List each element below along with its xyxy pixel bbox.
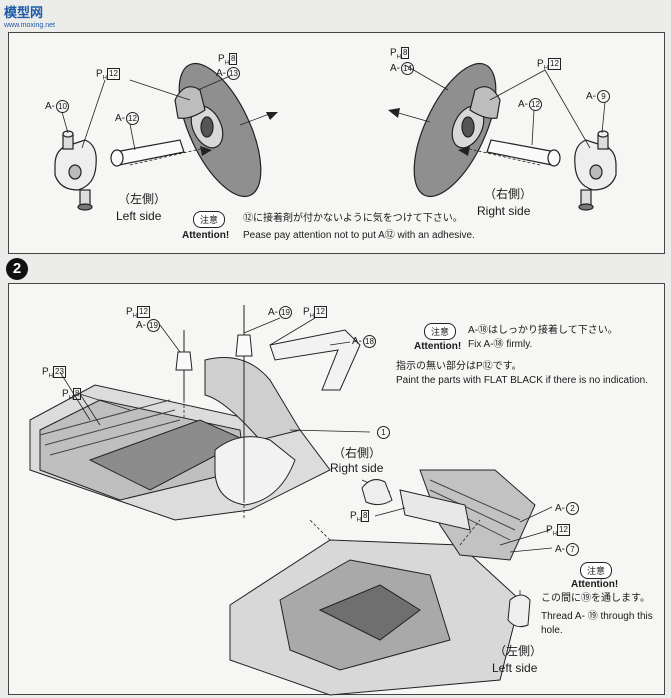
upper-rods [175, 305, 253, 500]
s2-attention1-jp: A-⑱はしっかり接着して下さい。 [468, 325, 618, 336]
s2-label-a7: A-7 [555, 543, 579, 556]
left-knuckle [54, 130, 97, 211]
s2-label-1: 1 [376, 426, 390, 439]
watermark-url: www.moxing.net [4, 22, 55, 29]
step1-note-en: Pease pay attention not to put A⑫ with a… [243, 230, 475, 241]
s2-left-side-en: Left side [492, 661, 538, 675]
lower-chassis [229, 469, 536, 696]
s2-paint-en: Paint the parts with FLAT BLACK if there… [396, 375, 648, 386]
s2-label-a2: A-2 [555, 502, 579, 515]
left-label-ph8: PH8 [218, 53, 238, 67]
upper-chassis [29, 357, 331, 521]
left-knuckle-piece [507, 594, 531, 628]
s2-label-ph23: PH23 [42, 366, 66, 380]
s2-right-side-jp: （右側） [333, 446, 382, 460]
right-label-a12: A-12 [518, 98, 542, 111]
left-shaft [110, 139, 185, 167]
s2-label-a19-b: A-19 [268, 306, 292, 319]
left-side-en: Left side [116, 209, 162, 223]
left-leaders [61, 75, 273, 166]
lower-leaders [309, 479, 553, 615]
left-label-a12: A-12 [115, 112, 139, 125]
s2-label-ph12-b: PH12 [303, 306, 327, 320]
s2-attention2-line2: hole. [541, 625, 563, 636]
s2-label-a18: A-18 [352, 335, 376, 348]
right-side-jp: （右側） [484, 187, 533, 201]
s2-label-ph8-a: PH8 [62, 388, 82, 402]
s2-attention2-jp: この間に⑲を通します。 [541, 593, 650, 604]
s2-left-side-jp: （左側） [494, 644, 543, 658]
step1-attention-en: Attention! [182, 230, 230, 241]
left-label-a10: A-10 [45, 100, 69, 113]
right-label-ph12: PH12 [537, 58, 561, 72]
right-label-ph8: PH8 [390, 47, 410, 61]
watermark-brand: 模型网 [4, 5, 44, 20]
left-brake-disc [174, 62, 262, 198]
s2-attention2-en: Attention! [571, 579, 619, 590]
s2-attention1-en: Attention! [414, 341, 462, 352]
right-knuckle-piece [361, 479, 393, 506]
s2-right-side-en: Right side [330, 461, 384, 475]
right-shaft [486, 139, 561, 167]
s2-paint-jp: 指示の無い部分はP⑫です。 [396, 361, 522, 372]
step2-number: 2 [6, 258, 28, 280]
left-arrow-head [266, 112, 278, 120]
s2-attention1-fix: Fix A-⑱ firmly. [468, 339, 533, 350]
left-label-a13: A-13 [216, 67, 240, 80]
watermark-logo: 模型网 [4, 2, 43, 21]
step1-attention-badge: 注意 [193, 211, 226, 228]
left-arrow-head-2 [200, 146, 212, 156]
right-label-a9: A-9 [586, 90, 610, 103]
s2-attention2-line1: Thread A- ⑲ through this [541, 611, 653, 622]
s2-label-ph8-b: PH8 [350, 510, 370, 524]
right-side-en: Right side [477, 204, 531, 218]
left-label-ph12: PH12 [96, 68, 120, 82]
s2-label-ph12-c: PH12 [546, 524, 570, 538]
right-label-a14: A-14 [390, 62, 414, 75]
s2-attention1-badge: 注意 [424, 323, 457, 340]
right-arrow-head [388, 108, 400, 118]
left-side-jp: （左側） [118, 192, 167, 206]
step1-note-jp: ⑫に接着剤が付かないように気をつけて下さい。 [243, 213, 463, 224]
bracket-18 [269, 329, 361, 391]
right-arrow-head-2 [458, 146, 470, 156]
right-brake-disc [413, 62, 501, 198]
upper-leaders [59, 317, 371, 520]
s2-attention2-badge: 注意 [580, 562, 613, 579]
right-knuckle [574, 130, 617, 211]
s2-label-a19-a: A-19 [136, 319, 160, 332]
s2-label-ph12-a: PH12 [126, 306, 150, 320]
